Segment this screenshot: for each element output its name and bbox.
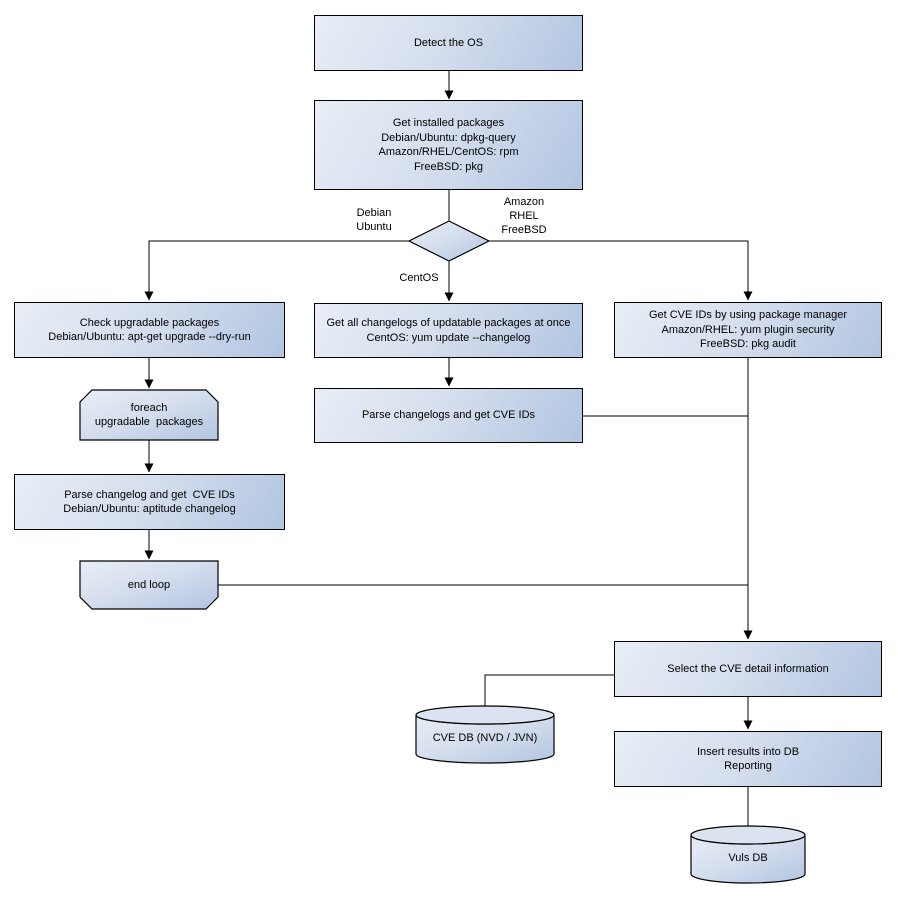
node-check-upgradable-label: Check upgradable packages Debian/Ubuntu:… <box>48 316 251 344</box>
edge-select-to-cvedb <box>484 674 614 707</box>
node-get-all-changelogs: Get all changelogs of updatable packages… <box>314 303 583 358</box>
vuls-db-cylinder-top <box>690 825 806 845</box>
node-get-all-changelogs-label: Get all changelogs of updatable packages… <box>326 317 571 344</box>
node-select-cve-detail-label: Select the CVE detail information <box>667 662 829 675</box>
node-get-installed-packages-label: Get installed packages Debian/Ubuntu: dp… <box>378 117 519 173</box>
node-insert-results: Insert results into DB Reporting <box>614 731 882 787</box>
node-parse-changelogs-label: Parse changelogs and get CVE IDs <box>361 409 536 422</box>
end-loop-shape <box>79 560 219 610</box>
node-detect-os-label: Detect the OS <box>413 36 484 49</box>
node-parse-changelog-each-label: Parse changelog and get CVE IDs Debian/U… <box>63 488 236 516</box>
edge-label-amazon-rhel-freebsd: Amazon RHEL FreeBSD <box>501 196 547 236</box>
foreach-loop-shape <box>79 389 219 441</box>
edge-label-centos: CentOS <box>399 272 439 284</box>
node-get-installed-packages: Get installed packages Debian/Ubuntu: dp… <box>314 100 583 190</box>
node-parse-changelogs: Parse changelogs and get CVE IDs <box>314 388 583 443</box>
vuls-db-cylinder <box>690 825 806 884</box>
cve-db-cylinder <box>415 705 555 764</box>
edge-decision-right-to-getcve <box>489 240 753 301</box>
node-detect-os: Detect the OS <box>314 15 583 71</box>
node-check-upgradable: Check upgradable packages Debian/Ubuntu:… <box>14 302 285 358</box>
node-get-cve-ids-pkg-mgr-label: Get CVE IDs by using package manager Ama… <box>648 309 848 351</box>
node-insert-results-label: Insert results into DB Reporting <box>696 745 800 773</box>
os-decision-diamond <box>407 220 491 262</box>
edge-decision-left-to-check <box>144 240 409 301</box>
node-select-cve-detail: Select the CVE detail information <box>614 641 882 697</box>
cve-db-cylinder-top <box>415 705 555 725</box>
node-get-cve-ids-pkg-mgr: Get CVE IDs by using package manager Ama… <box>614 302 882 358</box>
edge-label-debian-ubuntu: Debian Ubuntu <box>356 207 392 233</box>
node-parse-changelog-each: Parse changelog and get CVE IDs Debian/U… <box>14 474 285 530</box>
